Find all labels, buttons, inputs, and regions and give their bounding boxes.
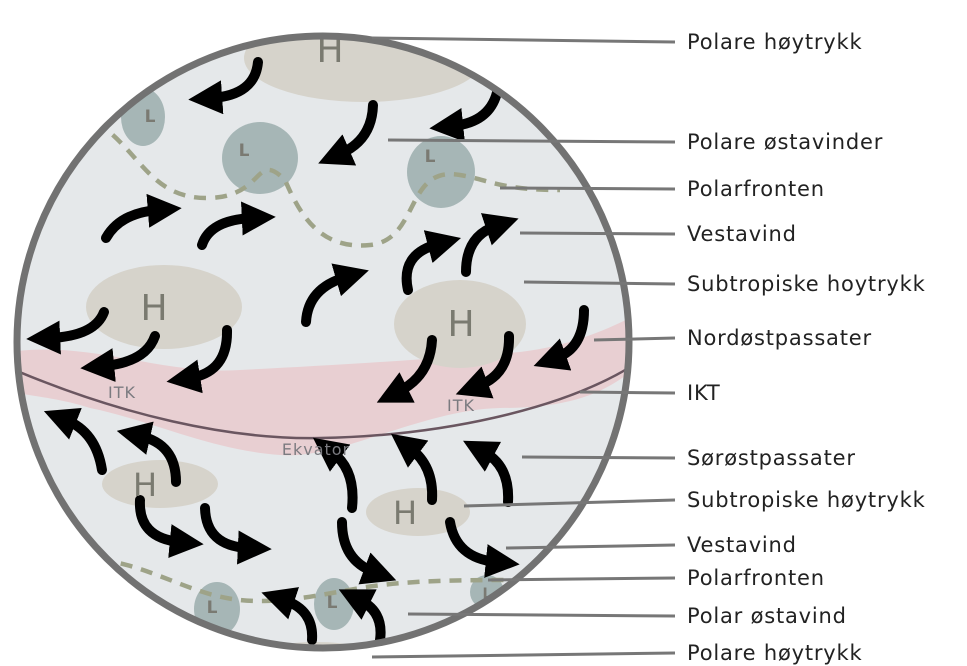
itk-label-east: ITK (447, 396, 475, 415)
high-letter: H (140, 288, 167, 329)
leader-line (408, 614, 675, 616)
label-polar-front-north: Polarfronten (687, 177, 825, 201)
label-ikt: IKT (687, 381, 721, 405)
subtropical-high-sw (102, 460, 218, 508)
label-column: Polare høytrykk Polare østavinder Polarf… (687, 30, 926, 665)
leader-line (524, 282, 675, 284)
label-westerlies-north: Vestavind (687, 222, 797, 246)
leader-line (388, 140, 675, 142)
low-3 (407, 136, 475, 208)
high-letter: H (133, 466, 157, 504)
equator-label: Ekvator (282, 440, 350, 459)
low-letter: L (425, 147, 436, 167)
label-polar-easterlies-south: Polar østavind (687, 604, 847, 628)
label-subtropical-high-south: Subtropiske høytrykk (687, 488, 926, 512)
low-letter: L (239, 141, 250, 161)
low-letter: L (207, 598, 218, 618)
label-polar-front-south: Polarfronten (687, 566, 825, 590)
leader-line (520, 233, 675, 234)
leader-line (580, 392, 675, 393)
label-polar-high-south: Polare høytrykk (687, 641, 862, 665)
polar-high-north (244, 14, 484, 102)
leader-line (372, 38, 675, 42)
leader-line (500, 188, 675, 189)
itk-label-west: ITK (108, 383, 136, 402)
label-westerlies-south: Vestavind (687, 533, 797, 557)
low-letter: L (327, 593, 338, 613)
high-letter: H (447, 304, 474, 345)
high-letter: H (393, 494, 417, 532)
leader-line (372, 653, 675, 657)
label-polar-easterlies-north: Polare østavinder (687, 130, 883, 154)
label-subtropical-high-north: Subtropiske hoytrykk (687, 272, 926, 296)
label-polar-high-north: Polare høytrykk (687, 30, 862, 54)
leader-line (488, 578, 675, 580)
leader-line (594, 338, 675, 340)
leader-line (522, 457, 675, 458)
label-se-trades: Sørøstpassater (687, 446, 856, 470)
label-ne-trades: Nordøstpassater (687, 326, 872, 350)
low-letter: L (145, 107, 156, 127)
